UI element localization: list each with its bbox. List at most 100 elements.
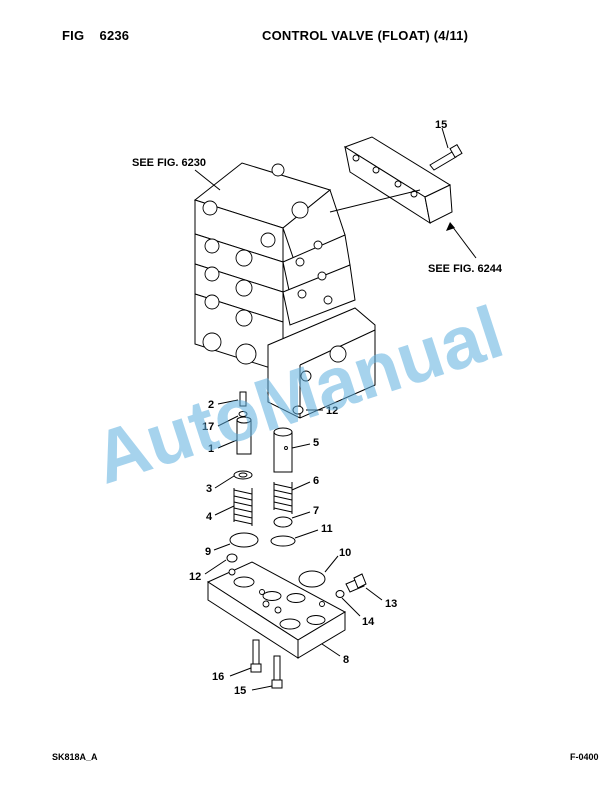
boss-hole <box>202 200 218 216</box>
bolt-16 <box>250 639 262 673</box>
callout-12-upper: 12 <box>326 405 338 417</box>
bolt-15-bottom <box>271 655 283 689</box>
plate-bore <box>262 591 282 601</box>
leader-9 <box>213 543 231 551</box>
ref-valve-body-label: SEE FIG. 6230 <box>132 157 206 169</box>
valve-lower-block <box>267 307 376 419</box>
bolt-head <box>449 143 463 159</box>
cover-plate-side <box>297 611 346 659</box>
spring-4 <box>233 489 253 525</box>
plate-bore <box>279 618 301 630</box>
port-hole <box>329 345 347 363</box>
left-spool-stack <box>229 391 259 548</box>
leader-2 <box>217 399 239 405</box>
leader-8 <box>321 643 341 657</box>
leader-16 <box>229 667 252 677</box>
port-hole <box>300 370 312 382</box>
cover-plate-8 <box>206 561 347 659</box>
plate-hole <box>319 601 325 607</box>
plug-hex <box>353 573 367 589</box>
leader-10 <box>324 555 339 573</box>
callout-labels: SEE FIG. 6230 SEE FIG. 6244 15 2 17 1 3 … <box>132 119 503 697</box>
side-port <box>295 257 305 267</box>
leader-17 <box>217 415 239 427</box>
callout-5: 5 <box>313 437 319 449</box>
plate-bore <box>286 593 306 603</box>
plate-bore <box>306 615 326 625</box>
bracket-plate <box>329 136 453 225</box>
leader-11 <box>294 529 319 539</box>
oring-9 <box>229 532 259 548</box>
boss-hole <box>271 163 285 177</box>
plug-13 <box>345 573 367 593</box>
bracket-end <box>424 184 453 224</box>
port-hole <box>202 332 222 352</box>
figure-number: 6236 <box>99 28 130 43</box>
figure-label: FIG 6236 <box>62 28 129 43</box>
leader-ref-valve <box>194 169 221 191</box>
callout-4: 4 <box>206 511 213 523</box>
boss-hole <box>260 232 276 248</box>
ring-17 <box>238 411 248 417</box>
callout-17: 17 <box>202 421 214 433</box>
oring-12-lower <box>226 553 238 563</box>
side-port <box>313 240 323 250</box>
leader-5 <box>291 443 311 449</box>
callout-6: 6 <box>313 475 319 487</box>
bolt-15-top <box>429 143 463 171</box>
callout-7: 7 <box>313 505 319 517</box>
side-port <box>297 289 307 299</box>
bolt-shank <box>429 151 457 171</box>
oring-11 <box>270 535 296 547</box>
callout-3: 3 <box>206 483 212 495</box>
oring-10 <box>298 570 326 588</box>
leader-3 <box>214 475 235 489</box>
leader-6 <box>291 481 311 491</box>
plate-hole <box>259 589 265 595</box>
spring-6 <box>273 483 293 513</box>
plate-hole <box>228 568 236 576</box>
spool-1-top <box>236 416 252 424</box>
arrowhead <box>446 222 455 231</box>
callout-8: 8 <box>343 654 349 666</box>
leader-15-top <box>441 127 449 149</box>
leader-ref-bracket <box>451 225 477 259</box>
footer-left-code: SK818A_A <box>52 752 98 762</box>
bolt-15-head <box>271 679 283 689</box>
callout-14: 14 <box>362 616 375 628</box>
footer-right-code: F-0400 <box>570 752 599 762</box>
bracket-hole <box>372 166 380 174</box>
washer-3-hole <box>238 472 248 478</box>
callout-10: 10 <box>339 547 351 559</box>
bracket-leader <box>329 189 421 213</box>
washer-7 <box>273 516 293 528</box>
spool-5-port <box>284 446 288 450</box>
valve-section-3-side <box>282 264 356 326</box>
bracket-hole <box>352 154 360 162</box>
callout-15-top: 15 <box>435 119 447 131</box>
oring-14 <box>335 590 345 598</box>
plate-bore <box>233 576 255 588</box>
port-hole <box>235 343 257 365</box>
right-spool-stack <box>270 405 304 547</box>
ref-bracket-label: SEE FIG. 6244 <box>428 263 503 275</box>
callout-15-bottom: 15 <box>234 685 246 697</box>
leader-15-bottom <box>251 685 273 691</box>
callout-16: 16 <box>212 671 224 683</box>
callout-9: 9 <box>205 546 211 558</box>
spool-5-top <box>273 427 293 437</box>
port-hole <box>235 309 253 327</box>
oring-12-upper <box>292 405 304 415</box>
port-hole <box>204 238 220 254</box>
side-port <box>317 271 327 281</box>
callout-1: 1 <box>208 443 214 455</box>
port-hole <box>235 249 253 267</box>
bolt-16-head <box>250 663 262 673</box>
callout-12-lower: 12 <box>189 571 201 583</box>
leader-1 <box>217 439 238 449</box>
leader-12-lower <box>204 559 227 575</box>
bracket-hole <box>394 180 402 188</box>
callout-2: 2 <box>208 399 214 411</box>
port-hole <box>204 266 220 282</box>
